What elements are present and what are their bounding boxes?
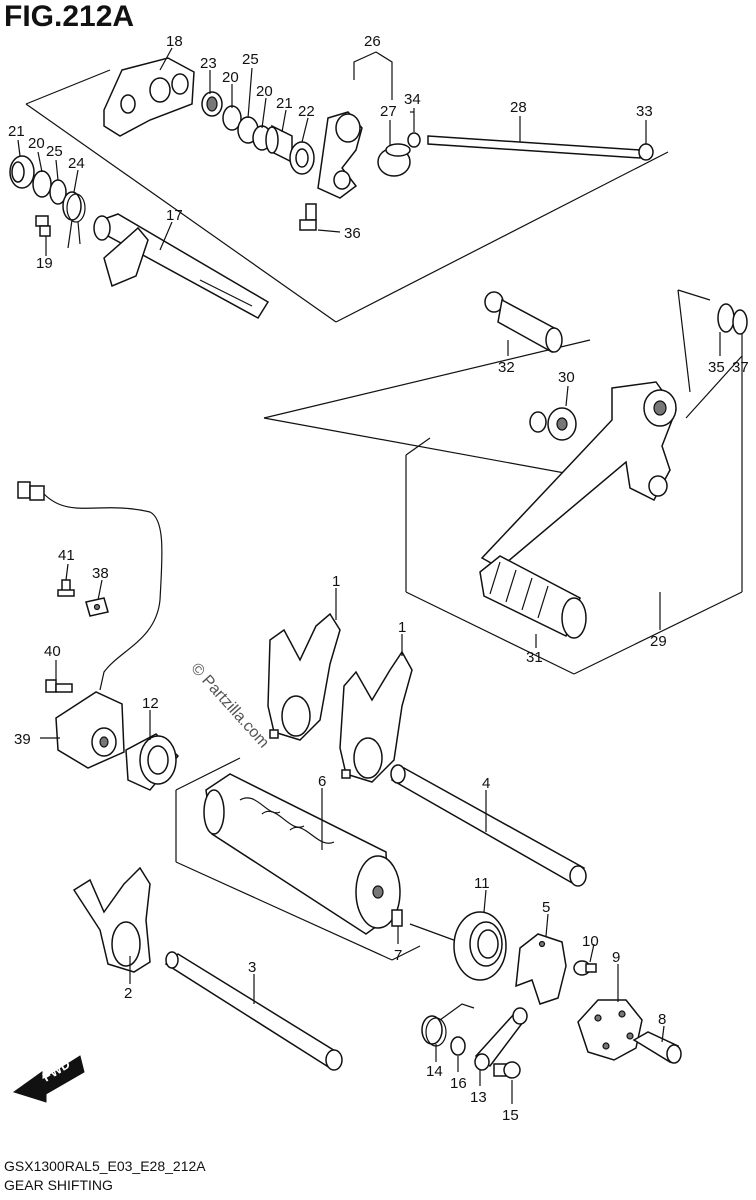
callout-32: 32	[498, 359, 515, 376]
bolt-40	[45, 679, 73, 693]
callout-25-upper: 25	[242, 51, 259, 68]
callout-1a: 1	[332, 573, 340, 590]
callout-labels: 18 23 20 25 20 21 22 26 27 34 28 33 21 2…	[8, 33, 749, 1124]
lever-group-outline	[263, 289, 743, 675]
callout-26: 26	[364, 33, 381, 50]
bearing-11	[453, 911, 507, 981]
spring-14	[421, 1003, 475, 1047]
sensor-wire	[17, 481, 163, 691]
callout-19: 19	[36, 255, 53, 272]
figure-title: FIG.212A	[4, 0, 135, 33]
fork-shaft-3	[164, 951, 343, 1071]
shift-fork-1b	[339, 650, 413, 783]
rod-28	[427, 135, 641, 159]
callout-39: 39	[14, 731, 31, 748]
figure-code: GSX1300RAL5_E03_E28_212A	[4, 1158, 206, 1174]
callout-17: 17	[166, 207, 183, 224]
callout-37: 37	[732, 359, 749, 376]
pin-8	[632, 1031, 682, 1064]
sensor-39	[55, 691, 125, 769]
figure-caption: GEAR SHIFTING	[4, 1177, 113, 1193]
callout-5: 5	[542, 899, 550, 916]
shift-fork-1a	[267, 612, 341, 741]
callout-6: 6	[318, 773, 326, 790]
cap-27	[377, 143, 411, 177]
callout-10: 10	[582, 933, 599, 950]
callout-36: 36	[344, 225, 361, 242]
callout-23: 23	[200, 55, 217, 72]
callout-40: 40	[44, 643, 61, 660]
ring-35	[717, 303, 735, 333]
callout-9: 9	[612, 949, 620, 966]
screw-10	[573, 960, 597, 976]
callout-21-upper: 21	[276, 95, 293, 112]
plate-18	[103, 57, 195, 137]
washer-16	[450, 1036, 466, 1056]
clamp-38	[85, 597, 109, 617]
cam-plate-9	[577, 999, 643, 1061]
callout-4: 4	[482, 775, 490, 792]
seal-22	[289, 141, 315, 175]
pivot-bolt-32	[484, 291, 563, 354]
fork-shaft-4	[390, 764, 587, 887]
callout-18: 18	[166, 33, 183, 50]
plate-5	[515, 933, 567, 1005]
bearing-21-left	[9, 155, 35, 189]
fwd-arrow: FWD	[12, 1055, 85, 1103]
nut-33	[638, 143, 654, 161]
callout-38: 38	[92, 565, 109, 582]
washer-20-left	[32, 170, 52, 198]
bolt-19	[35, 215, 51, 237]
callout-14: 14	[426, 1063, 443, 1080]
bearing-12	[125, 733, 180, 791]
callout-22: 22	[298, 103, 315, 120]
pin-7	[391, 909, 403, 927]
callout-29: 29	[650, 633, 667, 650]
callout-21-left: 21	[8, 123, 25, 140]
callout-20-upper: 20	[222, 69, 239, 86]
footpeg-rubber-31	[479, 555, 587, 639]
callout-3: 3	[248, 959, 256, 976]
callout-8: 8	[658, 1011, 666, 1028]
callout-12: 12	[142, 695, 159, 712]
callout-25-left: 25	[46, 143, 63, 160]
bolt-36	[299, 203, 317, 231]
ring-37	[732, 309, 748, 335]
upper-group-outline	[25, 69, 669, 323]
bush-30	[529, 407, 577, 441]
leader-lines	[17, 47, 743, 1104]
callout-15: 15	[502, 1107, 519, 1124]
callout-13: 13	[470, 1089, 487, 1106]
callout-24: 24	[68, 155, 85, 172]
callout-11: 11	[474, 875, 490, 892]
callout-7: 7	[394, 947, 402, 964]
callout-35: 35	[708, 359, 725, 376]
callout-20-left: 20	[28, 135, 45, 152]
callout-1b: 1	[398, 619, 406, 636]
screw-41	[57, 579, 75, 597]
shift-arm-26	[317, 111, 363, 199]
callout-16: 16	[450, 1075, 467, 1092]
shift-drum-6	[203, 773, 401, 935]
shift-fork-2	[72, 866, 151, 973]
callout-20-mid: 20	[256, 83, 273, 100]
callout-2: 2	[124, 985, 132, 1002]
nut-34	[407, 132, 421, 148]
spring-24	[62, 191, 86, 249]
callout-41: 41	[58, 547, 75, 564]
shift-shaft-17	[93, 213, 270, 319]
callout-33: 33	[636, 103, 653, 120]
callout-28: 28	[510, 99, 527, 116]
callout-34: 34	[404, 91, 421, 108]
spring-23	[201, 91, 223, 117]
shift-lever-29	[480, 381, 677, 569]
stopper-arm-13	[474, 1007, 528, 1071]
callout-30: 30	[558, 369, 575, 386]
bolt-15	[493, 1061, 521, 1079]
callout-27: 27	[380, 103, 397, 120]
bearing-21-upper	[265, 124, 293, 164]
callout-31: 31	[526, 649, 543, 666]
